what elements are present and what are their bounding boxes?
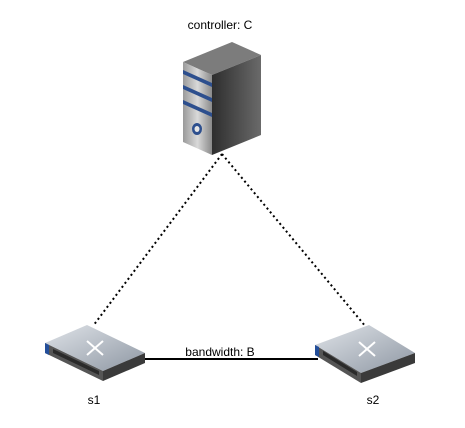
controller-label: controller: C xyxy=(188,18,253,32)
server-tower-icon xyxy=(183,42,261,155)
link-s1-s2-label: bandwidth: B xyxy=(185,345,254,359)
network-switch-icon xyxy=(315,325,415,383)
network-switch-icon xyxy=(45,325,145,381)
link-controller-s2 xyxy=(221,153,367,328)
link-controller-s1 xyxy=(92,153,223,327)
s2-label: s2 xyxy=(367,393,380,407)
s1-label: s1 xyxy=(88,393,101,407)
